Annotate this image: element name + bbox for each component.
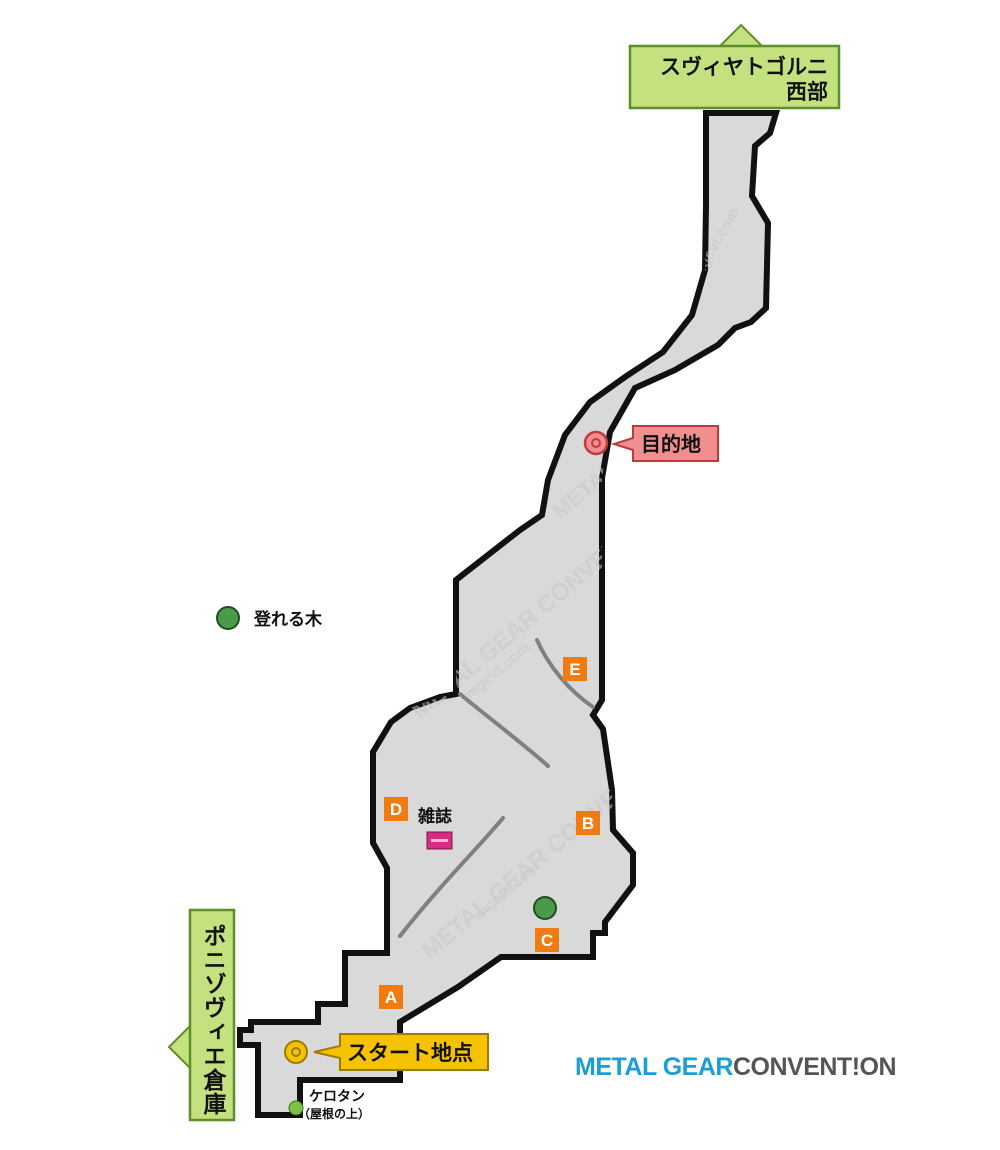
marker-c-label: C <box>541 931 553 950</box>
exit-west[interactable]: ポニゾヴィエ倉庫 <box>167 908 236 1122</box>
magazine-icon-stripe <box>431 839 448 842</box>
destination-label: 目的地 <box>641 432 701 456</box>
exit-north-line1: スヴィヤトゴルニ <box>660 55 828 79</box>
metal-gear-convention-logo: METAL GEARCONVENT!ON <box>575 1053 897 1082</box>
ridge-line <box>398 816 505 938</box>
exit-west-box <box>188 908 236 1122</box>
exit-north-box <box>628 44 841 110</box>
legend-tree: 登れる木 <box>216 606 323 630</box>
destination-label-box <box>610 425 719 462</box>
destination-icon-inner <box>591 438 601 448</box>
kerotan-icon <box>288 1100 304 1116</box>
exit-north-line2: 西部 <box>786 80 828 104</box>
kerotan-item[interactable]: ケロタン （屋根の上） <box>288 1089 370 1121</box>
exit-north[interactable]: スヴィヤトゴルニ 西部 <box>628 23 841 110</box>
marker-b[interactable]: B <box>576 811 600 835</box>
tree-icon <box>216 606 240 630</box>
marker-a-label: A <box>385 988 397 1007</box>
marker-a[interactable]: A <box>379 985 403 1009</box>
start-label: スタート地点 <box>347 1041 473 1065</box>
marker-c[interactable]: C <box>535 928 559 952</box>
marker-e-label: E <box>569 660 580 679</box>
magazine-item[interactable]: 雑誌 <box>417 806 453 850</box>
start-marker[interactable]: スタート地点 <box>284 1033 489 1071</box>
marker-d-label: D <box>390 800 402 819</box>
marker-e[interactable]: E <box>563 657 587 681</box>
exit-west-label: ポニゾヴィエ倉庫 <box>199 924 228 1116</box>
kerotan-label: ケロタン <box>309 1089 365 1105</box>
magazine-label: 雑誌 <box>417 806 452 827</box>
marker-b-label: B <box>582 814 594 833</box>
marker-d[interactable]: D <box>384 797 408 821</box>
kerotan-note: （屋根の上） <box>298 1106 370 1121</box>
logo-part1: METAL GEAR <box>575 1053 733 1081</box>
start-icon-inner <box>291 1047 301 1057</box>
start-icon <box>284 1040 308 1064</box>
tree-icon[interactable] <box>533 896 557 920</box>
ridge-line <box>535 638 595 709</box>
letter-markers: A B C D E <box>379 657 600 1009</box>
legend-tree-label: 登れる木 <box>253 609 323 630</box>
ridge-line <box>458 692 550 768</box>
destination-icon <box>583 430 609 456</box>
start-label-box <box>313 1033 489 1071</box>
logo-part2: CONVENT!ON <box>732 1053 897 1081</box>
destination-marker[interactable]: 目的地 <box>583 425 719 462</box>
